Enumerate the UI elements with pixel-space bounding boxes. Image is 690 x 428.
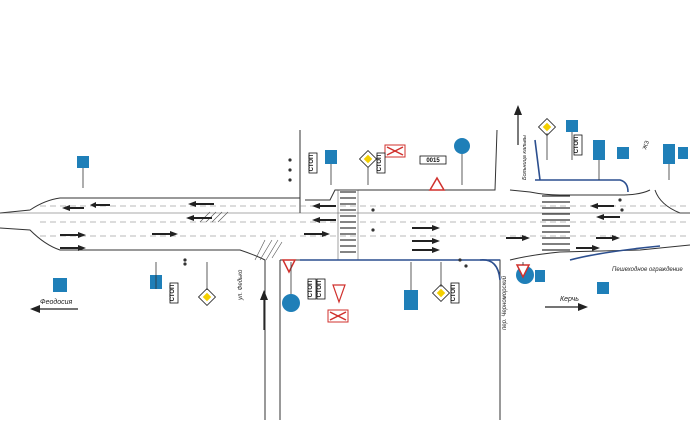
info-signs <box>53 120 688 312</box>
lane-arrow <box>576 245 600 251</box>
stop-plate: СТОП <box>573 134 583 156</box>
priority-signs <box>197 117 557 307</box>
priority-road-sign <box>431 283 451 303</box>
lane-arrow <box>596 214 620 220</box>
info-sign <box>597 282 609 294</box>
feodosia-label: Феодосия <box>40 298 73 306</box>
lane-arrow <box>152 231 178 237</box>
lane-arrow <box>186 215 212 221</box>
left-arrowhead <box>30 305 40 313</box>
svg-text:СТОП: СТОП <box>317 281 323 298</box>
lane-arrows <box>60 201 620 253</box>
round-info-sign <box>454 138 470 154</box>
kerch-label: Керчь <box>560 296 579 303</box>
rail-code-label: ЖЗ <box>642 140 651 151</box>
lane-arrow <box>312 203 336 209</box>
round-info-sign <box>282 294 300 312</box>
warning-signs <box>281 144 531 323</box>
lane-arrow <box>62 205 84 211</box>
no-stopping-sign <box>327 309 349 323</box>
info-sign <box>663 144 675 164</box>
svg-text:СТОП: СТОП <box>451 285 457 302</box>
info-sign <box>53 278 67 292</box>
lane-arrow <box>506 235 530 241</box>
svg-text:0015: 0015 <box>426 158 440 164</box>
info-sign <box>535 270 545 282</box>
lane-markings <box>40 205 690 237</box>
lane-arrow <box>412 225 440 231</box>
info-sign <box>325 150 337 164</box>
right-arrowhead <box>578 303 588 311</box>
lane-arrow <box>590 203 614 209</box>
lane-arrow <box>90 202 110 208</box>
priority-road-sign <box>537 117 557 137</box>
code-plate: 0015 <box>419 155 447 165</box>
crosswalk-right <box>542 195 570 251</box>
fedko-label: ул. Федько <box>238 269 244 301</box>
fence-label: Пешеходное ограждение <box>612 267 683 273</box>
svg-text:СТОП: СТОП <box>308 281 314 298</box>
lane-arrow <box>412 238 440 244</box>
sign-posts <box>82 132 670 294</box>
stop-plate: СТОП <box>169 282 179 304</box>
stop-plate: СТОП <box>308 152 318 174</box>
pedestrian-fences <box>300 139 661 281</box>
stop-plate: СТОП <box>376 152 386 174</box>
lane-arrow <box>412 247 440 253</box>
chernomorsky-label: пер. Черноморский <box>501 275 508 330</box>
info-sign <box>593 140 605 160</box>
road-edges <box>0 129 690 420</box>
up-arrowhead <box>260 290 268 300</box>
info-sign <box>566 120 578 132</box>
traffic-lights <box>183 158 624 268</box>
stop-plates: СТОП СТОП СТОП СТОП СТОП СТОП СТОП 0015 <box>169 134 583 304</box>
svg-text:СТОП: СТОП <box>170 285 176 302</box>
priority-road-sign <box>197 287 217 307</box>
lane-arrow <box>312 217 336 223</box>
up-arrowhead <box>514 105 522 115</box>
stop-plate: СТОП <box>316 278 326 300</box>
lane-arrow <box>60 232 86 238</box>
svg-text:СТОП: СТОП <box>377 155 383 172</box>
warning-triangle <box>332 284 346 304</box>
no-stopping-sign <box>384 144 406 158</box>
lane-arrow <box>596 235 620 241</box>
svg-text:СТОП: СТОП <box>574 137 580 154</box>
priority-road-sign <box>358 149 378 169</box>
info-sign <box>404 290 418 310</box>
svg-text:СТОП: СТОП <box>309 155 315 172</box>
lane-arrow <box>60 245 86 251</box>
stop-plate: СТОП <box>450 282 460 304</box>
lane-arrow <box>188 201 214 207</box>
info-sign <box>678 147 688 159</box>
hospital-label: Больница кальвы <box>522 135 528 180</box>
lane-arrow <box>304 231 330 237</box>
crosswalk-left <box>337 189 359 261</box>
info-sign <box>617 147 629 159</box>
warning-triangle <box>428 176 446 191</box>
info-sign <box>77 156 89 168</box>
give-way-sign <box>281 259 297 274</box>
stop-plate: СТОП <box>307 278 317 300</box>
direction-pointers <box>30 105 588 330</box>
